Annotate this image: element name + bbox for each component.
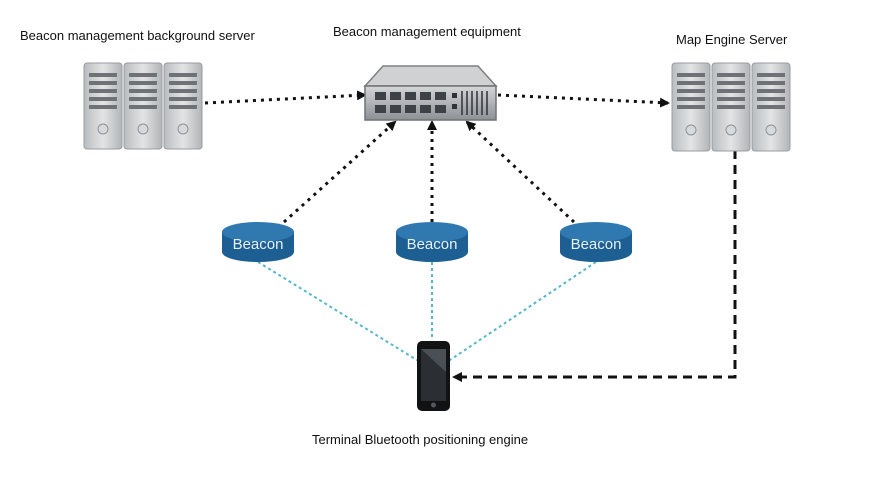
signal-line-left — [257, 261, 421, 363]
arrow-mapserver-to-phone — [452, 150, 737, 382]
smartphone-icon — [417, 341, 450, 411]
label-background-server: Beacon management background server — [20, 28, 255, 43]
label-terminal-engine: Terminal Bluetooth positioning engine — [312, 432, 529, 447]
arrow-beacon-right-to-equipment — [465, 120, 576, 224]
arrow-bgserver-to-equipment — [204, 90, 367, 105]
signal-line-right — [446, 261, 597, 363]
beacon-icon — [560, 222, 632, 262]
beacon-icon — [222, 222, 294, 262]
beacon-center: Beacon — [396, 222, 468, 262]
beacon-icon — [396, 222, 468, 262]
server-icon — [671, 62, 791, 152]
arrow-equipment-to-mapserver — [497, 93, 670, 108]
beacon-label: Beacon — [407, 236, 458, 253]
beacon-left: Beacon — [222, 222, 294, 262]
beacon-right: Beacon — [560, 222, 632, 262]
network-switch-icon — [363, 65, 498, 121]
label-map-engine-server: Map Engine Server — [676, 32, 788, 47]
arrow-beacon-left-to-equipment — [282, 120, 397, 224]
beacon-label: Beacon — [571, 236, 622, 253]
label-beacon-equipment: Beacon management equipment — [333, 24, 521, 39]
beacon-label: Beacon — [233, 236, 284, 253]
server-icon — [83, 62, 203, 150]
